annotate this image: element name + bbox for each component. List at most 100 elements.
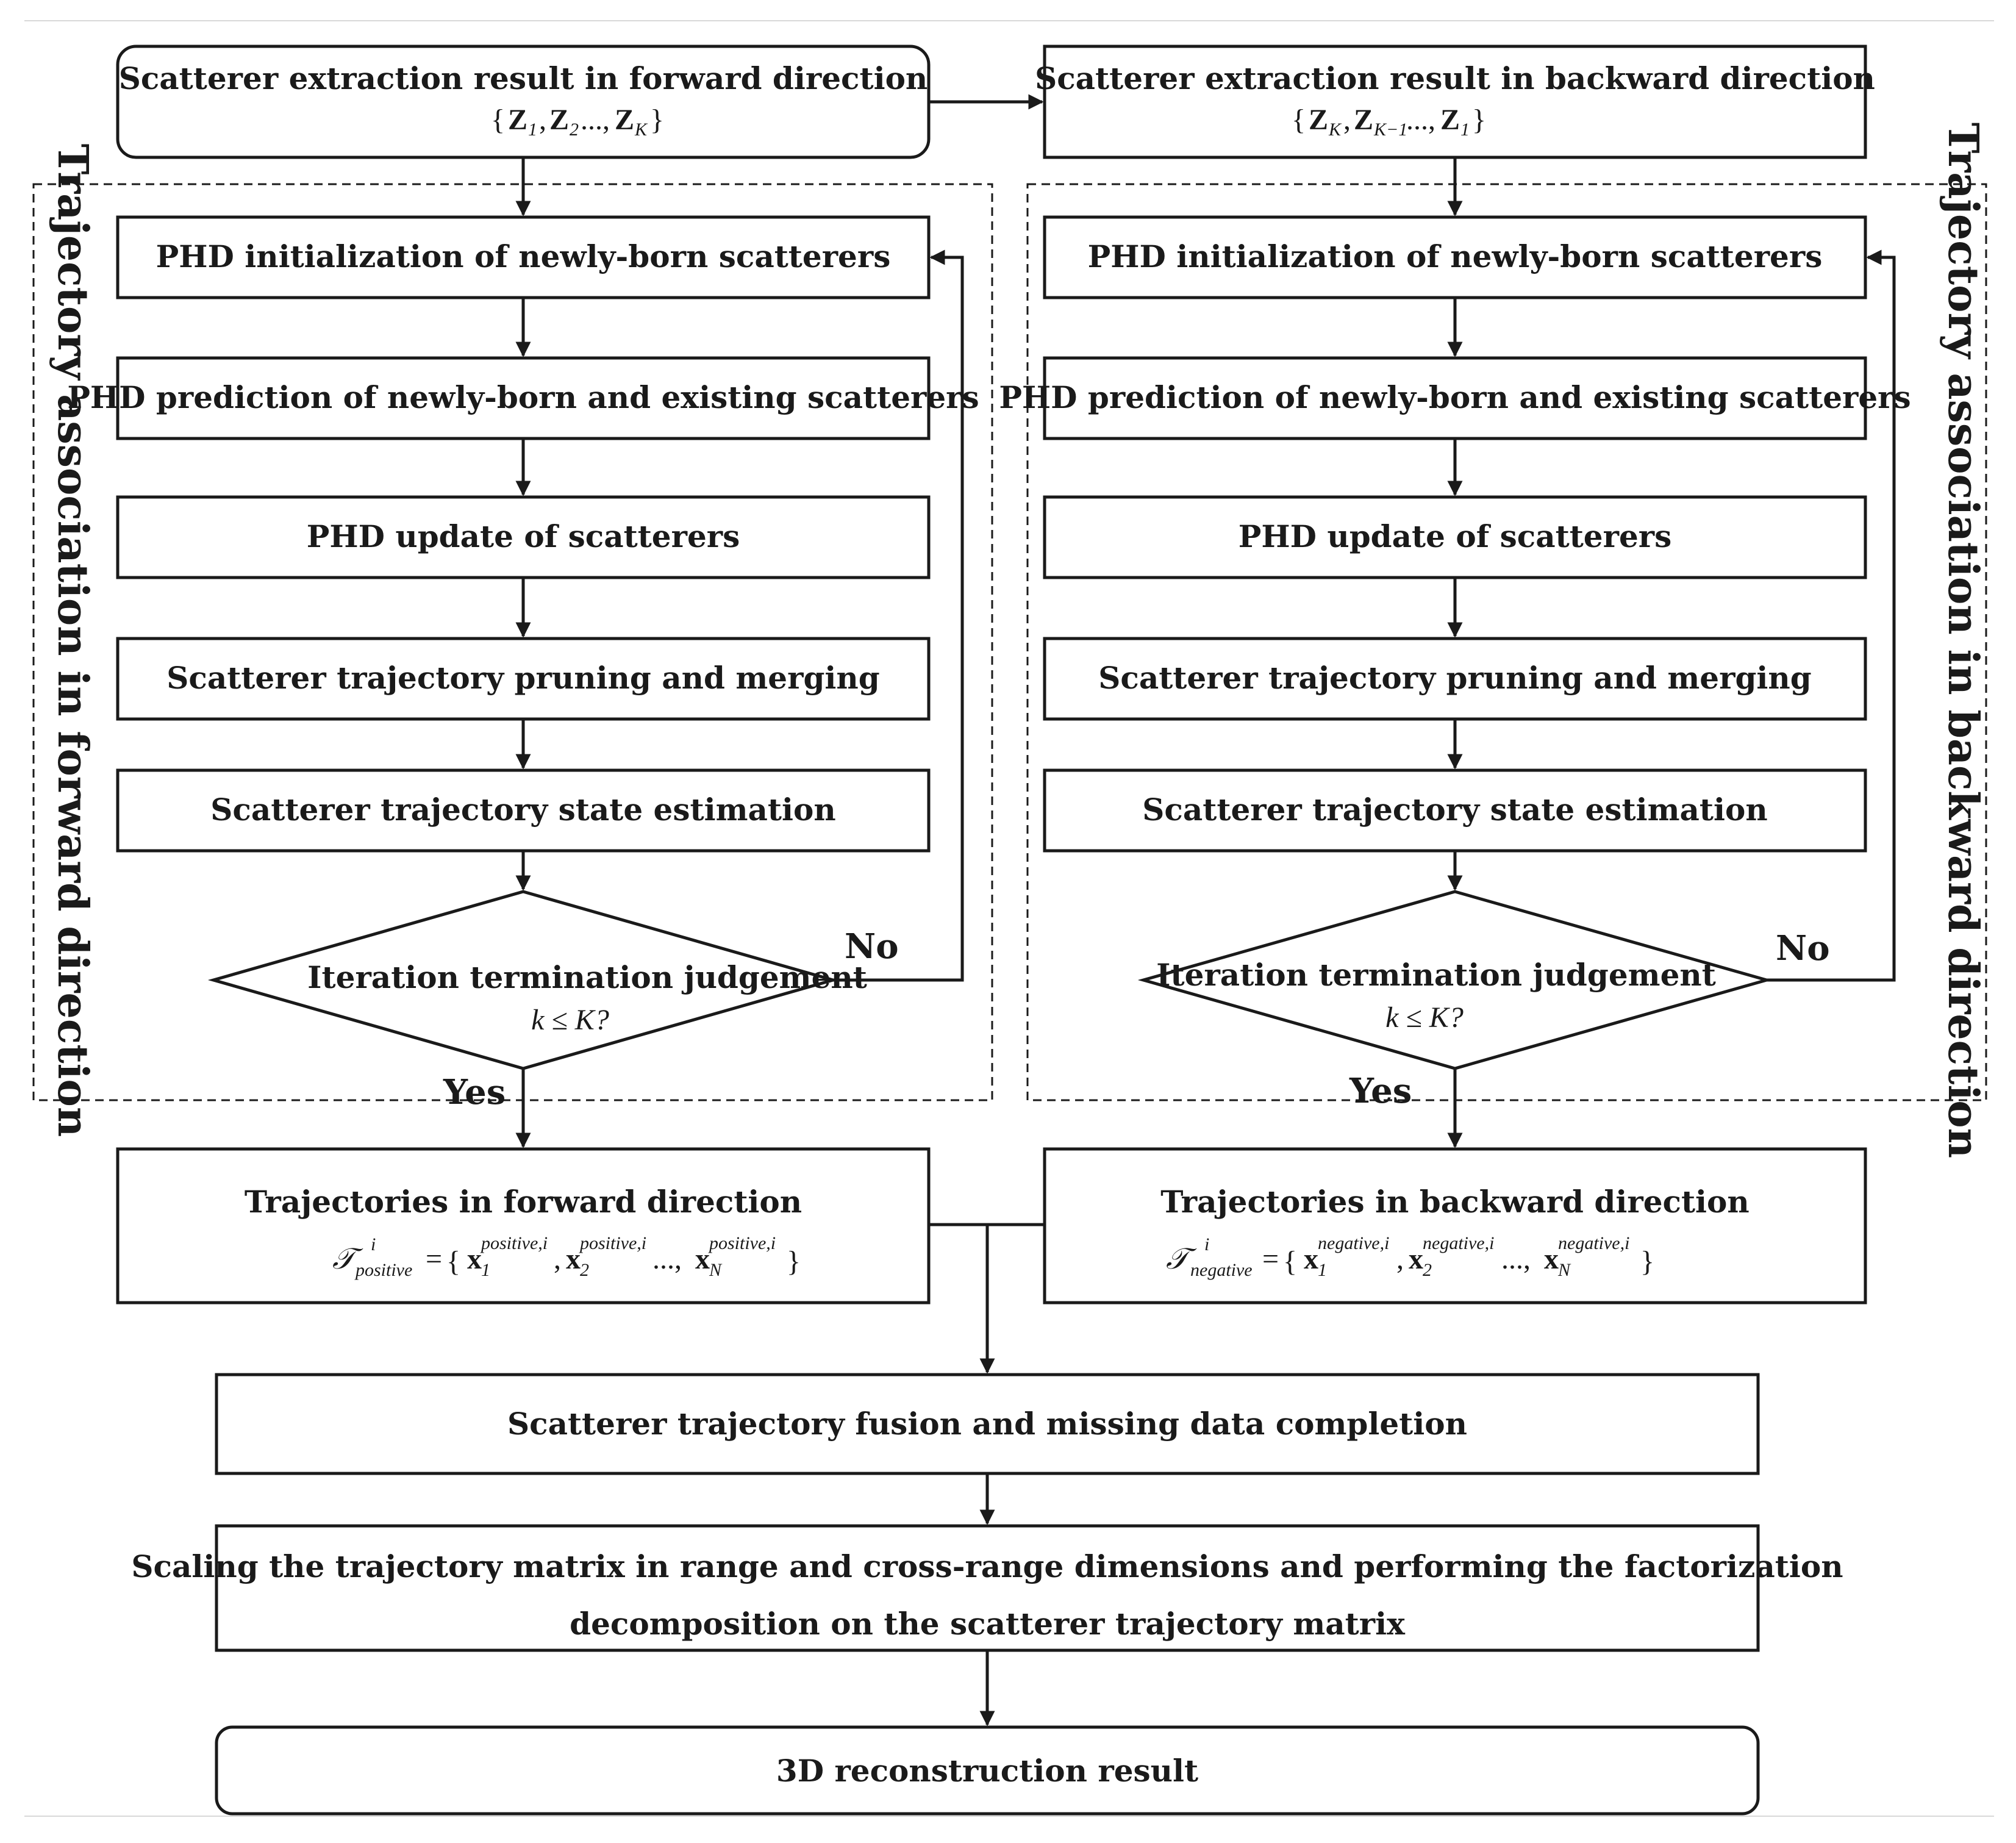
svg-text:,: , bbox=[554, 1243, 561, 1275]
svg-text:k ≤ K?: k ≤ K? bbox=[1385, 1001, 1464, 1034]
forward-decision-diamond: Iteration termination judgement k ≤ K? bbox=[207, 890, 867, 1070]
backward-no-label: No bbox=[1776, 928, 1830, 968]
forward-output-box: Trajectories in forward direction 𝒯 i po… bbox=[116, 1147, 931, 1304]
backward-input-box: Scatterer extraction result in backward … bbox=[1035, 45, 1875, 159]
svg-text:2: 2 bbox=[580, 1260, 589, 1280]
svg-text:negative,i: negative,i bbox=[1423, 1233, 1494, 1253]
backward-input-title: Scatterer extraction result in backward … bbox=[1035, 60, 1875, 96]
fusion-box: Scatterer trajectory fusion and missing … bbox=[215, 1373, 1760, 1475]
svg-text:Scatterer trajectory state est: Scatterer trajectory state estimation bbox=[1142, 792, 1767, 828]
backward-step-4: Scatterer trajectory pruning and merging bbox=[1043, 637, 1867, 721]
svg-text:Z: Z bbox=[1440, 104, 1460, 136]
svg-text:}: } bbox=[1472, 104, 1486, 136]
forward-yes-label: Yes bbox=[443, 1072, 506, 1112]
svg-text:{: { bbox=[1292, 104, 1306, 136]
forward-step-5: Scatterer trajectory state estimation bbox=[116, 768, 931, 853]
svg-text:}: } bbox=[650, 104, 664, 136]
backward-group-border bbox=[1026, 183, 1987, 1101]
forward-step-2: PHD prediction of newly-born and existin… bbox=[67, 356, 979, 440]
svg-text:Scatterer trajectory pruning a: Scatterer trajectory pruning and merging bbox=[166, 660, 879, 696]
svg-text:negative,i: negative,i bbox=[1558, 1233, 1629, 1253]
forward-group-border bbox=[32, 183, 993, 1101]
backward-yes-label: Yes bbox=[1349, 1071, 1412, 1111]
svg-text:positive: positive bbox=[354, 1260, 412, 1280]
backward-output-title: Trajectories in backward direction bbox=[1160, 1184, 1750, 1220]
svg-text:x: x bbox=[1409, 1243, 1423, 1275]
svg-text:...,: ..., bbox=[652, 1243, 682, 1275]
backward-step-2: PHD prediction of newly-born and existin… bbox=[999, 356, 1911, 440]
svg-text:x: x bbox=[1544, 1243, 1559, 1275]
svg-text:K−1: K−1 bbox=[1373, 120, 1407, 140]
forward-input-box: Scatterer extraction result in forward d… bbox=[116, 45, 931, 159]
result-box: 3D reconstruction result bbox=[215, 1725, 1760, 1816]
svg-text:K: K bbox=[1328, 120, 1342, 140]
forward-output-formula: 𝒯 i positive = { x positive,i 1 , x posi… bbox=[332, 1233, 801, 1280]
svg-text:{: { bbox=[1283, 1245, 1297, 1278]
svg-text:N: N bbox=[709, 1260, 723, 1280]
svg-text:Iteration termination judgemen: Iteration termination judgement bbox=[307, 959, 867, 995]
svg-text:Z: Z bbox=[615, 104, 634, 136]
backward-output-box: Trajectories in backward direction 𝒯 i n… bbox=[1043, 1147, 1867, 1304]
svg-text:negative,i: negative,i bbox=[1318, 1233, 1389, 1253]
svg-text:1: 1 bbox=[1460, 120, 1470, 140]
forward-step-3: PHD update of scatterers bbox=[116, 495, 931, 579]
svg-text:positive,i: positive,i bbox=[480, 1233, 548, 1253]
forward-output-title: Trajectories in forward direction bbox=[245, 1184, 802, 1220]
svg-text:i: i bbox=[1204, 1234, 1209, 1254]
svg-text:PHD initialization of newly-bo: PHD initialization of newly-born scatter… bbox=[1088, 238, 1823, 274]
backward-section-label: Trajectory association in backward direc… bbox=[1939, 123, 1987, 1158]
svg-text:N: N bbox=[1557, 1260, 1571, 1280]
svg-text:2: 2 bbox=[1423, 1260, 1432, 1280]
svg-text:positive,i: positive,i bbox=[708, 1233, 776, 1253]
svg-text:K: K bbox=[634, 120, 648, 140]
svg-text:...,: ..., bbox=[1501, 1243, 1531, 1275]
svg-text:1: 1 bbox=[528, 120, 537, 140]
svg-text:PHD initialization of newly-bo: PHD initialization of newly-born scatter… bbox=[156, 238, 891, 274]
connectors bbox=[515, 94, 1896, 1727]
svg-text:k ≤ K?: k ≤ K? bbox=[531, 1004, 609, 1036]
svg-text:=: = bbox=[426, 1243, 442, 1275]
svg-text:positive,i: positive,i bbox=[579, 1233, 646, 1253]
svg-text:PHD update of scatterers: PHD update of scatterers bbox=[1239, 518, 1672, 554]
svg-text:Scatterer trajectory fusion an: Scatterer trajectory fusion and missing … bbox=[507, 1406, 1467, 1442]
svg-text:Z: Z bbox=[1309, 104, 1328, 136]
svg-text:decomposition on the scatterer: decomposition on the scatterer trajector… bbox=[570, 1606, 1406, 1642]
svg-text:PHD update of scatterers: PHD update of scatterers bbox=[307, 518, 740, 554]
svg-text:Z: Z bbox=[1354, 104, 1373, 136]
svg-text:}: } bbox=[1640, 1245, 1654, 1278]
svg-text:Scatterer trajectory state est: Scatterer trajectory state estimation bbox=[210, 792, 835, 828]
svg-text:x: x bbox=[695, 1243, 710, 1275]
svg-text:,: , bbox=[1396, 1243, 1404, 1275]
svg-text:...,: ..., bbox=[581, 104, 610, 136]
svg-text:x: x bbox=[467, 1243, 482, 1275]
svg-text:Scatterer trajectory pruning a: Scatterer trajectory pruning and merging bbox=[1098, 660, 1811, 696]
svg-text:Scaling the trajectory matrix: Scaling the trajectory matrix in range a… bbox=[131, 1548, 1843, 1584]
forward-section-label: Trajectory association in forward direct… bbox=[48, 144, 97, 1137]
svg-text:negative: negative bbox=[1190, 1260, 1253, 1280]
forward-step-1: PHD initialization of newly-born scatter… bbox=[116, 215, 931, 299]
forward-input-title: Scatterer extraction result in forward d… bbox=[119, 60, 928, 96]
svg-text:PHD prediction of newly-born a: PHD prediction of newly-born and existin… bbox=[999, 379, 1911, 415]
svg-text:...,: ..., bbox=[1406, 104, 1435, 136]
svg-text:}: } bbox=[787, 1245, 801, 1278]
svg-text:Z: Z bbox=[508, 104, 527, 136]
forward-no-label: No bbox=[845, 926, 899, 967]
svg-text:=: = bbox=[1262, 1243, 1279, 1275]
svg-text:Z: Z bbox=[549, 104, 569, 136]
backward-step-1: PHD initialization of newly-born scatter… bbox=[1043, 215, 1867, 299]
svg-text:i: i bbox=[371, 1234, 376, 1254]
svg-text:3D reconstruction result: 3D reconstruction result bbox=[776, 1753, 1198, 1789]
forward-step-4: Scatterer trajectory pruning and merging bbox=[116, 637, 931, 721]
svg-text:2: 2 bbox=[570, 120, 579, 140]
scaling-box: Scaling the trajectory matrix in range a… bbox=[131, 1524, 1843, 1652]
backward-step-5: Scatterer trajectory state estimation bbox=[1043, 768, 1867, 853]
svg-text:1: 1 bbox=[1318, 1260, 1327, 1280]
svg-text:{: { bbox=[491, 104, 505, 136]
svg-text:Iteration termination judgemen: Iteration termination judgement bbox=[1156, 957, 1716, 993]
svg-text:,: , bbox=[1343, 104, 1351, 136]
svg-text:{: { bbox=[446, 1245, 460, 1278]
backward-step-3: PHD update of scatterers bbox=[1043, 495, 1867, 579]
